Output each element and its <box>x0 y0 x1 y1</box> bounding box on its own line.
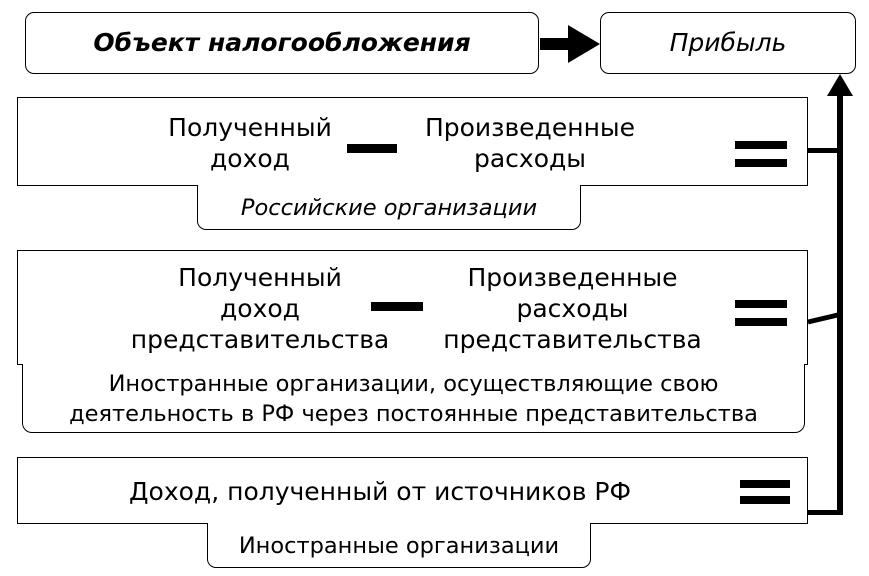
equals-icon <box>735 141 787 167</box>
income-label: Полученный доход <box>150 112 350 174</box>
tax-object-box <box>25 12 539 74</box>
expenses-line: Произведенные <box>424 113 636 142</box>
expenses-label: Произведенные расходы <box>410 112 650 174</box>
profit-label: Прибыль <box>669 28 787 57</box>
arrow-right-icon <box>540 25 600 63</box>
income-line: Полученный <box>168 113 332 142</box>
connector-row3 <box>808 510 843 515</box>
subject-line: деятельность в РФ через постоянные предс… <box>69 401 758 427</box>
foreign-subject-box <box>207 523 591 568</box>
profit-box <box>600 12 856 74</box>
representation-subject-box <box>22 364 805 433</box>
expenses-line: расходы <box>473 144 587 173</box>
minus-icon <box>371 302 423 311</box>
income-line: представительства <box>130 325 390 354</box>
income-line: доход <box>220 294 300 323</box>
foreign-subject-label: Иностранные организации <box>238 533 560 559</box>
connector-row1 <box>808 148 843 153</box>
representation-expenses-label: Произведенные расходы представительства <box>430 262 715 355</box>
russian-subject-box <box>197 185 581 230</box>
equals-icon <box>740 480 790 504</box>
arrow-up-icon <box>827 74 853 96</box>
income-line: доход <box>210 144 290 173</box>
russian-subject-label: Российские организации <box>240 195 538 221</box>
connector-vertical <box>837 90 843 515</box>
foreign-formula-box <box>17 457 808 524</box>
representation-income-label: Полученный доход представительства <box>110 262 410 355</box>
equals-icon <box>735 300 787 326</box>
subject-line: Иностранные организации, осуществляющие … <box>108 371 719 397</box>
income-line: Полученный <box>178 263 342 292</box>
representation-subject-label: Иностранные организации, осуществляющие … <box>22 369 805 429</box>
expenses-line: представительства <box>443 325 702 354</box>
minus-icon <box>347 144 397 153</box>
tax-object-label: Объект налогообложения <box>93 28 471 57</box>
expenses-line: Произведенные <box>467 263 678 292</box>
connector-row2 <box>807 311 843 325</box>
expenses-line: расходы <box>516 294 629 323</box>
foreign-income-label: Доход, полученный от источников РФ <box>129 477 631 506</box>
